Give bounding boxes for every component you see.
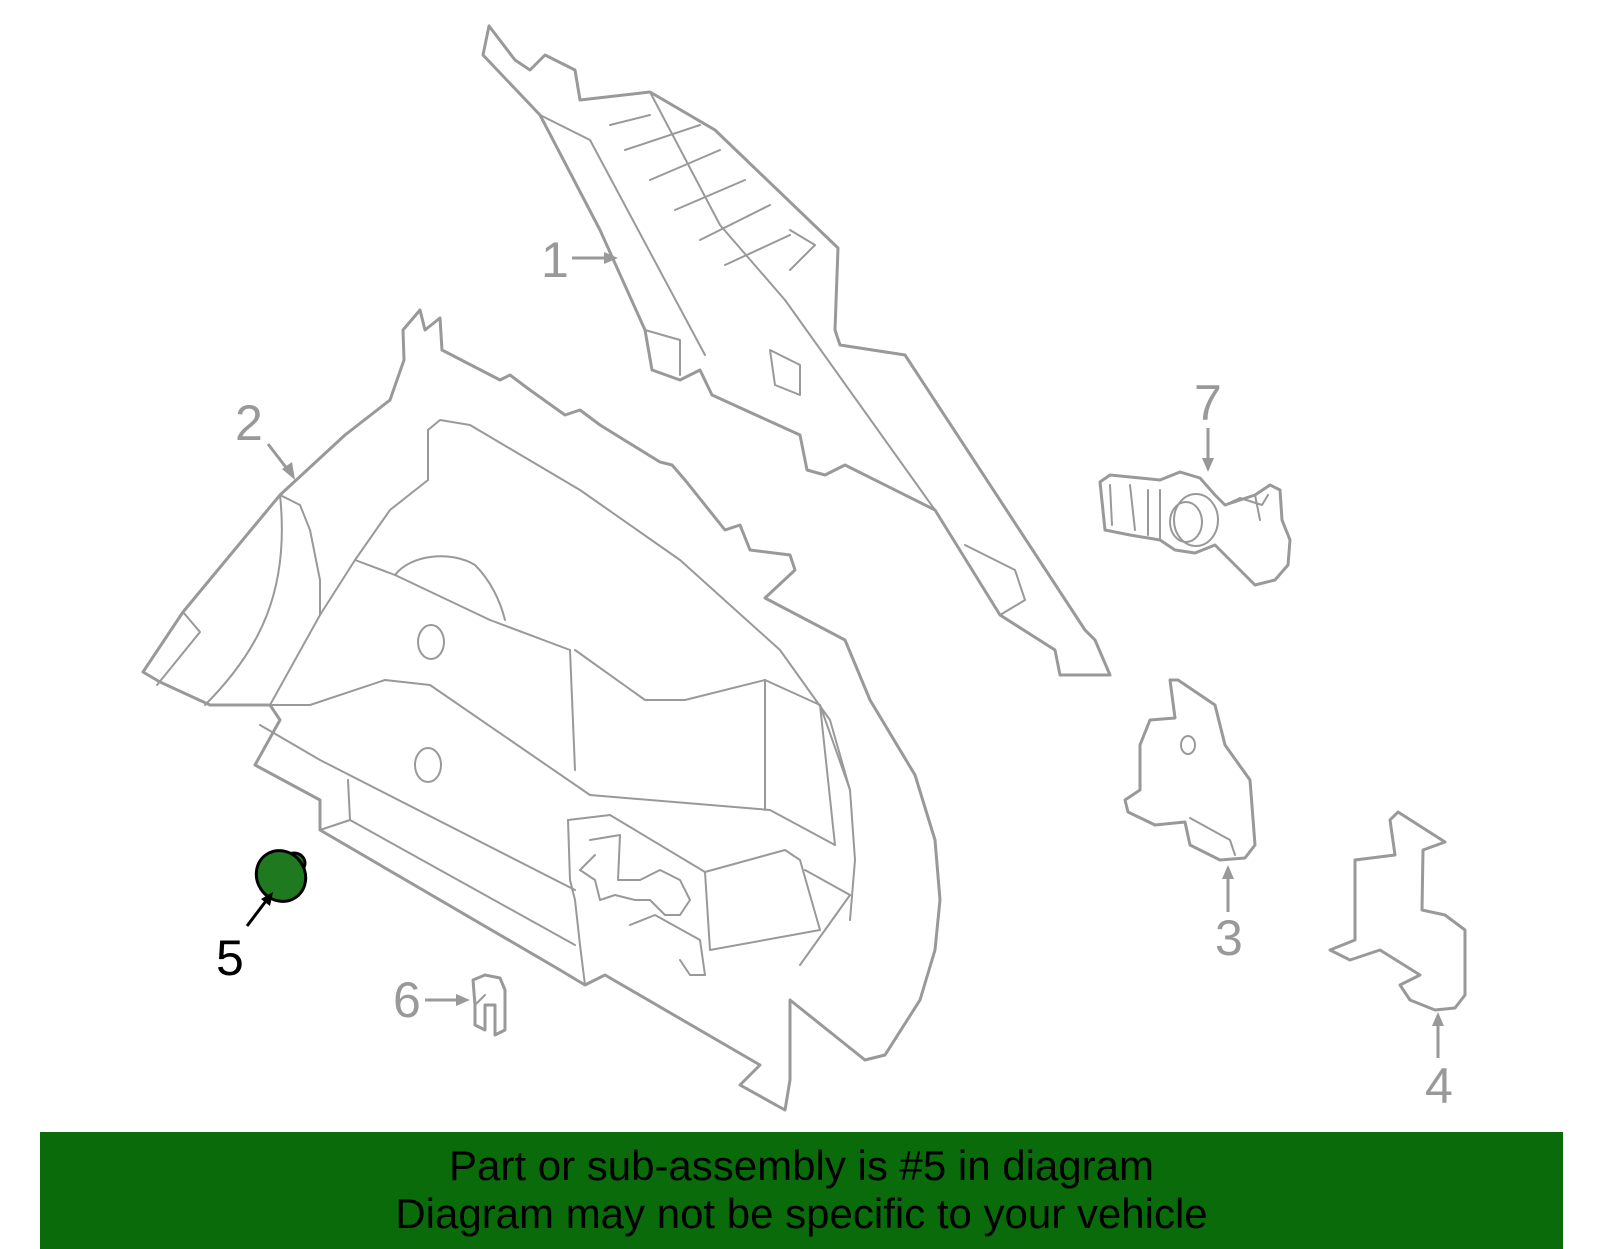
callout-label-3: 3 (1215, 910, 1243, 966)
callout-label-6: 6 (393, 972, 421, 1028)
callout-1: 1 (541, 232, 618, 288)
info-banner: Part or sub-assembly is #5 in diagram Di… (40, 1132, 1563, 1249)
callout-4: 4 (1425, 1012, 1453, 1114)
push-pin-clip-icon[interactable] (246, 841, 315, 911)
part-7-socket[interactable] (1098, 470, 1292, 587)
callout-3: 3 (1215, 865, 1243, 966)
part-3-bracket[interactable] (1123, 678, 1257, 862)
part-4-bracket[interactable] (1328, 810, 1467, 1012)
part-2-quarter-trim-panel[interactable] (141, 308, 942, 1112)
banner-line-part: Part or sub-assembly is #5 in diagram (449, 1142, 1154, 1189)
callout-label-2: 2 (235, 395, 263, 451)
callout-label-4: 4 (1425, 1058, 1453, 1114)
callout-label-1: 1 (541, 232, 569, 288)
part-1-upper-trim-panel[interactable] (481, 24, 1112, 677)
callout-label-5: 5 (216, 930, 244, 986)
callout-6: 6 (393, 972, 470, 1028)
callout-5: 5 (216, 892, 273, 986)
part-6-clip[interactable] (471, 973, 507, 1037)
callout-7: 7 (1194, 375, 1222, 472)
callout-2: 2 (235, 395, 295, 480)
callout-label-7: 7 (1194, 375, 1222, 431)
banner-line-disclaimer: Diagram may not be specific to your vehi… (395, 1190, 1208, 1237)
